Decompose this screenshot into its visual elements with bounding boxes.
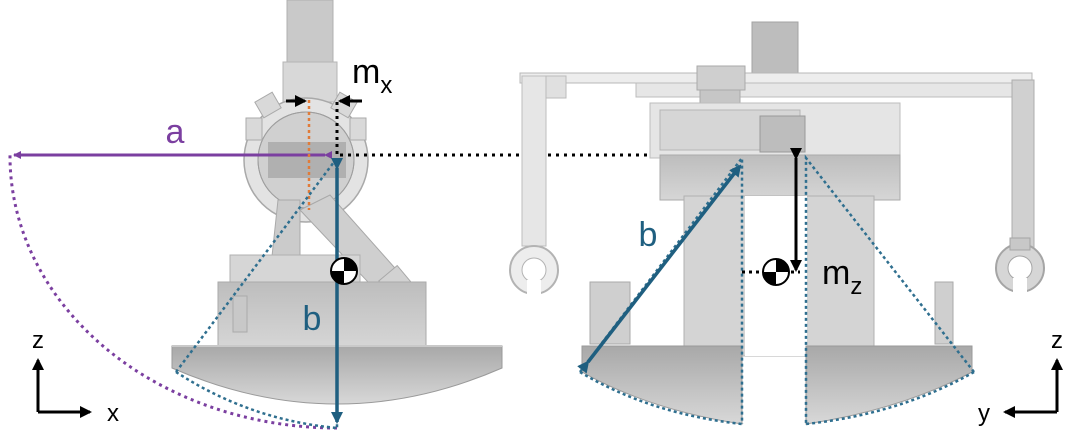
axis-left-x: x <box>107 400 119 427</box>
label-b-right: b <box>639 216 658 254</box>
axis-left-z: z <box>32 327 44 354</box>
b-arrow-right <box>577 164 742 374</box>
label-a: a <box>166 113 185 151</box>
a-radius-arc <box>8 154 338 430</box>
axis-triad-left: z x <box>32 327 119 427</box>
center-of-mass-right <box>762 258 790 286</box>
label-b-left: b <box>303 300 322 338</box>
label-mz: mz <box>822 254 862 300</box>
axis-triad-right: z y <box>978 327 1063 427</box>
label-mx-sub: x <box>380 72 392 99</box>
label-mx: mx <box>352 53 392 99</box>
right-view-robot <box>509 21 1045 425</box>
b-sector-right-right <box>804 154 975 424</box>
b-sector-right-left <box>579 154 744 424</box>
axis-right-y: y <box>978 400 990 427</box>
label-mz-sub: z <box>850 273 862 300</box>
center-of-mass-left <box>330 257 358 285</box>
axis-right-z: z <box>1051 327 1063 354</box>
